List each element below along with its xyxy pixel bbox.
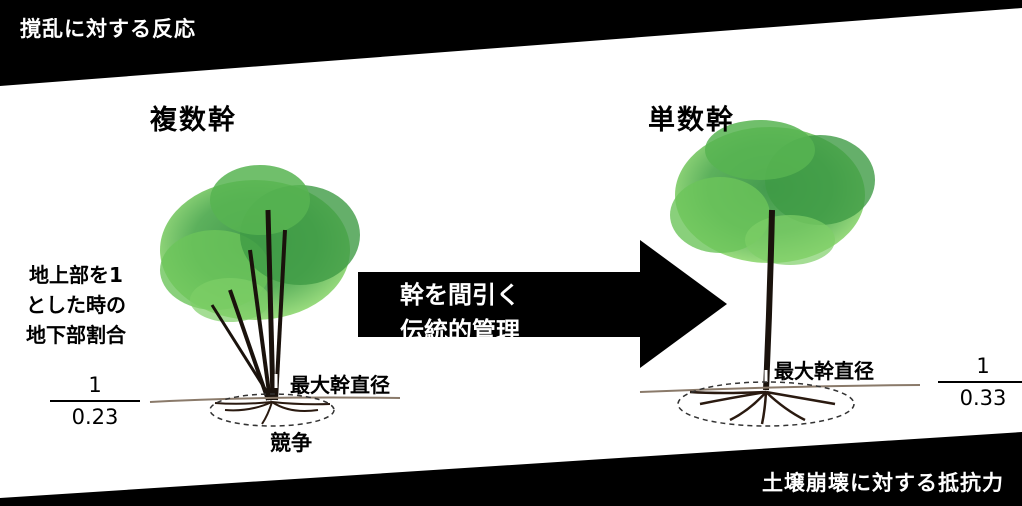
ratio-caption-line: 地下部割合	[26, 323, 126, 347]
right-dbh-label: 最大幹直径	[774, 359, 874, 383]
ratio-caption-line: とした時の	[26, 293, 126, 317]
arrow-text-line: 幹を間引く	[400, 281, 520, 309]
fraction-bar	[938, 381, 1022, 383]
right-ratio-denominator: 0.33	[959, 386, 1007, 410]
arrow-text-line: 伝統的管理	[400, 317, 520, 345]
right-root-zone	[677, 381, 855, 427]
ratio-caption-line: 地上部を1	[29, 263, 123, 287]
left-roots	[214, 401, 331, 425]
competition-label: 競争	[270, 431, 312, 455]
multi-stem-heading: 複数幹	[150, 105, 237, 136]
right-ratio-numerator: 1	[976, 354, 990, 378]
ratio-caption: 地上部を1 とした時の 地下部割合	[6, 260, 146, 350]
top-band-label: 撹乱に対する反応	[20, 17, 196, 41]
left-ratio-numerator: 1	[88, 373, 102, 397]
single-stem-heading: 単数幹	[648, 105, 735, 136]
multi-stem-tree	[160, 165, 360, 401]
left-root-zone	[209, 393, 335, 427]
right-ground-line	[639, 384, 921, 393]
right-roots	[689, 390, 836, 425]
right-root-ratio: 1 0.33	[938, 353, 1022, 411]
left-ground-line	[149, 396, 401, 403]
left-root-ratio: 1 0.23	[50, 372, 140, 430]
single-stem-tree	[670, 120, 875, 391]
fraction-bar	[50, 400, 140, 402]
left-ratio-denominator: 0.23	[71, 405, 119, 429]
bottom-band-label: 土壌崩壊に対する抵抗力	[762, 471, 1004, 495]
bottom-band	[0, 432, 1022, 506]
arrow-text: 幹を間引く 伝統的管理	[360, 277, 560, 349]
left-dbh-label: 最大幹直径	[290, 373, 390, 397]
management-arrow	[358, 240, 727, 368]
